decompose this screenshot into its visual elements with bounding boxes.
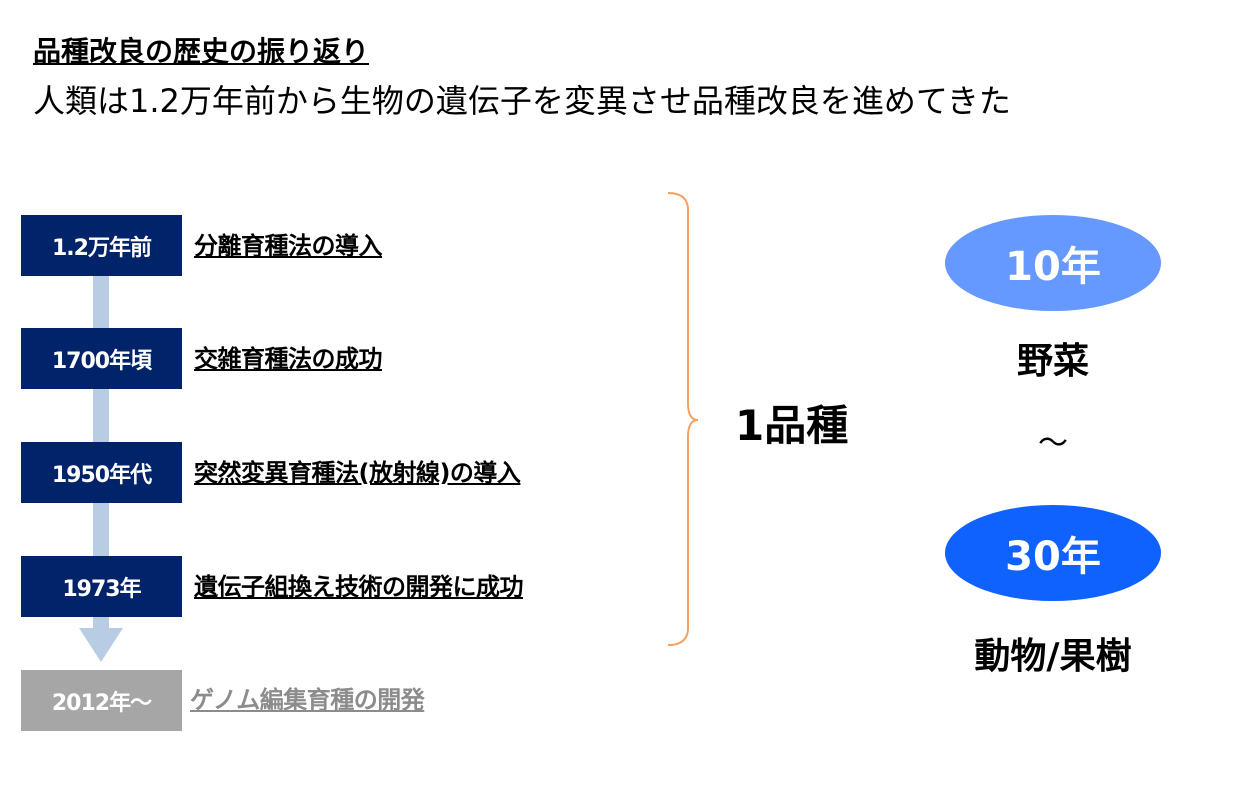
timeline-event: 交雑育種法の成功 xyxy=(194,345,383,373)
timeline-event-future: ゲノム編集育種の開発 xyxy=(190,686,425,714)
duration-label-animals-fruit-trees: 動物/果樹 xyxy=(974,636,1132,677)
timeline-event: 突然変異育種法(放射線)の導入 xyxy=(194,459,521,487)
timeline-date-box: 1.2万年前 xyxy=(21,215,182,276)
timeline-arrow-head-icon xyxy=(79,628,123,662)
duration-ellipse-long: 30年 xyxy=(945,505,1161,601)
timeline-date-box: 1950年代 xyxy=(21,442,182,503)
slide-subtitle: 人類は1.2万年前から生物の遺伝子を変異させ品種改良を進めてきた xyxy=(33,82,1011,120)
slide-title: 品種改良の歴史の振り返り xyxy=(33,35,370,68)
curly-bracket-icon xyxy=(667,192,699,646)
timeline-date-box-future: 2012年～ xyxy=(21,670,182,731)
timeline-date-box: 1973年 xyxy=(21,556,182,617)
timeline-event: 分離育種法の導入 xyxy=(194,232,383,260)
timeline-event: 遺伝子組換え技術の開発に成功 xyxy=(194,573,524,601)
bracket-label: 1品種 xyxy=(735,401,849,450)
duration-label-vegetables: 野菜 xyxy=(1016,341,1089,382)
timeline-date-box: 1700年頃 xyxy=(21,328,182,389)
duration-ellipse-short: 10年 xyxy=(945,215,1161,311)
range-separator: ～ xyxy=(1038,426,1068,461)
